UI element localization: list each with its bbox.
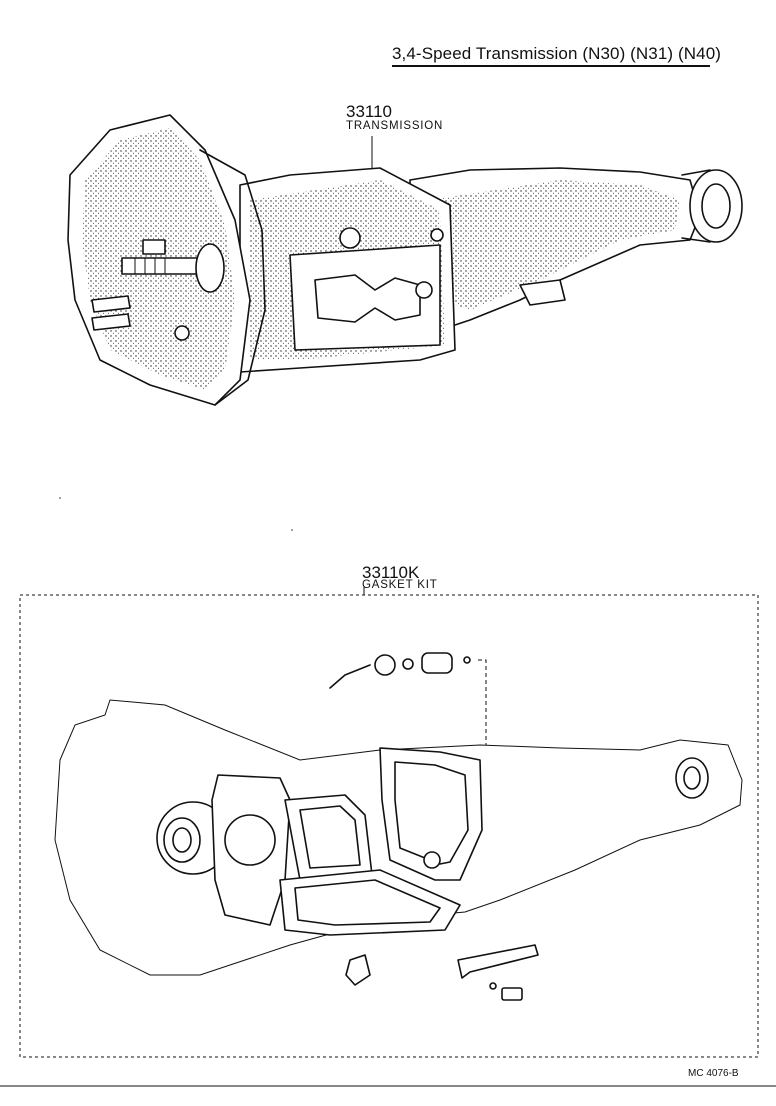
kit-boundary xyxy=(19,594,759,1058)
input-shaft xyxy=(121,257,203,275)
output-flange xyxy=(689,169,743,243)
bolt-washer xyxy=(489,982,497,990)
gasket-kit-part-name: GASKET KIT xyxy=(362,579,438,591)
gasket-kit-part-number[interactable]: 33110K xyxy=(362,563,420,582)
oil-pan-gasket xyxy=(279,869,461,936)
transmission-part-number[interactable]: 33110 xyxy=(346,102,393,121)
speck xyxy=(59,497,61,499)
bell-vent-2 xyxy=(91,313,131,331)
speedo-driven-gear xyxy=(421,652,453,674)
output-seal xyxy=(701,183,731,229)
front-gasket-hole xyxy=(224,814,276,866)
shift-shaft-boss xyxy=(339,227,361,249)
drain-plug-washer xyxy=(423,851,441,869)
bell-vent-1 xyxy=(91,295,131,313)
rear-oil-seal xyxy=(675,757,709,799)
bearing-retainer xyxy=(195,243,225,293)
cover-rib xyxy=(314,274,421,323)
rear-seal-inner xyxy=(683,766,701,790)
speck xyxy=(291,529,293,531)
speedo-sleeve xyxy=(374,654,396,676)
front-cover-gasket xyxy=(211,774,291,926)
diagram-code: MC 4076-B xyxy=(688,1068,739,1079)
side-cover-gasket-inner xyxy=(299,805,361,869)
bell-bolt xyxy=(174,325,190,341)
transmission-assembly[interactable] xyxy=(67,114,743,406)
title-underline xyxy=(392,65,710,67)
case-bolt xyxy=(430,228,444,242)
front-seal-inner xyxy=(172,827,192,853)
extension-gasket xyxy=(379,747,483,881)
speedo-leader xyxy=(478,659,487,745)
phantom-outline xyxy=(54,699,743,976)
front-oil-seal xyxy=(163,817,201,863)
diagram-title: 3,4-Speed Transmission (N30) (N31) (N40) xyxy=(392,44,722,63)
bell-flange xyxy=(199,149,266,406)
release-fork xyxy=(142,239,166,255)
speedo-o-ring xyxy=(402,658,414,670)
cover-bolt xyxy=(415,281,433,299)
mount-bracket xyxy=(519,279,566,306)
oil-pan-gasket-inner xyxy=(294,879,441,926)
fill-plug xyxy=(345,954,371,986)
gasket-kit-group[interactable] xyxy=(19,586,759,1058)
small-o-ring xyxy=(463,656,471,664)
extension-shading xyxy=(430,180,680,310)
flange-edges xyxy=(681,169,711,243)
lock-plate xyxy=(457,944,539,979)
transmission-part-name: TRANSMISSION xyxy=(346,120,444,132)
shaft-splines xyxy=(134,258,166,274)
lock-bolt xyxy=(501,987,523,1001)
speedo-cable xyxy=(329,664,371,689)
extension-gasket-inner xyxy=(394,761,469,865)
